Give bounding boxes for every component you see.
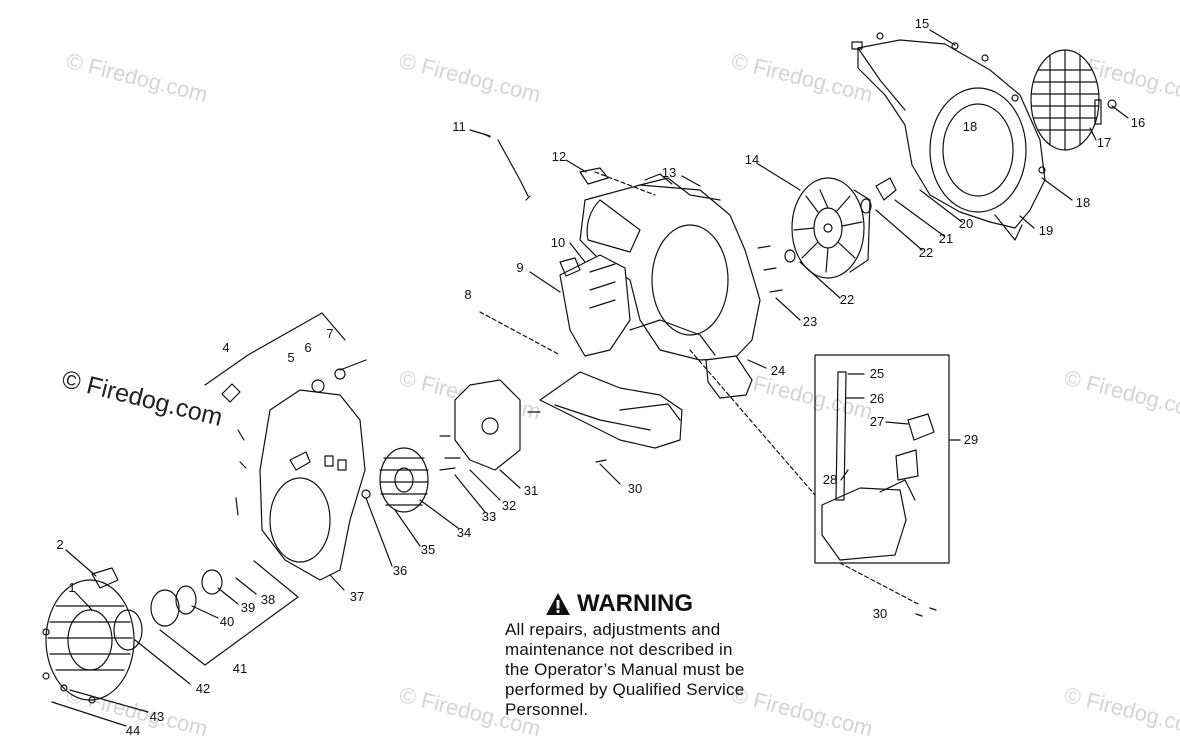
callout-13: 13 (661, 165, 677, 180)
callout-6: 6 (304, 340, 312, 355)
knob (559, 257, 581, 277)
callout-33: 33 (481, 509, 497, 524)
callout-23: 23 (802, 314, 818, 329)
engine-cover (259, 389, 366, 581)
handle-half (559, 254, 631, 357)
boss (481, 417, 499, 435)
callout-24: 24 (770, 363, 786, 378)
callout-26: 26 (869, 391, 885, 406)
callout-20: 20 (958, 216, 974, 231)
warning-text: All repairs, adjustments and maintenance… (505, 620, 805, 720)
callout-38: 38 (260, 592, 276, 607)
callout-29: 29 (963, 432, 979, 447)
callout-22: 22 (839, 292, 855, 307)
callout-11: 11 (452, 119, 466, 134)
callout-7: 7 (326, 326, 334, 341)
callout-39: 39 (240, 600, 256, 615)
group-bracket-4 (204, 312, 346, 386)
washer (784, 249, 796, 263)
callout-40: 40 (219, 614, 235, 629)
warning-title: WARNING (577, 590, 693, 617)
fuel-pickup-tube (835, 371, 847, 501)
callout-37: 37 (349, 589, 365, 604)
starter-grip (91, 567, 119, 589)
warning-notice: WARNING All repairs, adjustments and mai… (505, 590, 805, 720)
warning-triangle-icon (546, 593, 570, 615)
callout-30: 30 (872, 606, 888, 621)
callout-35: 35 (420, 542, 436, 557)
pawl-plate (150, 589, 180, 627)
group-bracket-41 (159, 560, 299, 666)
cylinder-shroud (454, 379, 521, 471)
starter-housing (45, 579, 135, 701)
callout-14: 14 (744, 152, 760, 167)
fuel-filter (895, 449, 919, 481)
cap (579, 167, 609, 185)
callout-41: 41 (232, 661, 248, 676)
warning-line: the Operator’s Manual must be (505, 660, 745, 679)
callout-31: 31 (523, 483, 539, 498)
callout-36: 36 (392, 563, 408, 578)
callout-18: 18 (962, 119, 978, 134)
lower-bracket (705, 355, 753, 399)
callout-4: 4 (222, 340, 230, 355)
callout-30: 30 (627, 481, 643, 496)
impeller (791, 177, 871, 279)
callout-8: 8 (464, 287, 472, 302)
callout-25: 25 (869, 366, 885, 381)
fasteners (42, 32, 1117, 704)
warning-heading: WARNING (545, 590, 805, 618)
callout-2: 2 (56, 537, 64, 552)
callout-16: 16 (1130, 115, 1146, 130)
callout-43: 43 (149, 709, 165, 724)
callout-5: 5 (287, 350, 295, 365)
callout-22: 22 (918, 245, 934, 260)
fuel-tank (821, 479, 916, 561)
fuel-cap (907, 413, 935, 441)
grille-cover (1030, 49, 1102, 151)
flywheel (379, 447, 429, 513)
fan-housing (851, 39, 1046, 241)
warning-line: All repairs, adjustments and (505, 620, 721, 639)
nut (361, 489, 371, 499)
callout-15: 15 (914, 16, 930, 31)
tube-assembly (539, 371, 683, 449)
callout-44: 44 (125, 723, 141, 738)
cup (201, 569, 223, 595)
bracket (875, 177, 897, 201)
fuel-tank-group-box (814, 354, 950, 564)
rod (497, 139, 529, 197)
assembly-lines (479, 171, 921, 606)
warning-line: performed by Qualified Service (505, 680, 745, 699)
warning-line: Personnel. (505, 700, 589, 719)
callout-42: 42 (195, 681, 211, 696)
callout-1: 1 (68, 580, 76, 595)
spring (175, 585, 197, 615)
callout-28: 28 (822, 472, 838, 487)
callout-9: 9 (516, 260, 524, 275)
callout-21: 21 (938, 231, 954, 246)
washer (860, 198, 872, 214)
callout-19: 19 (1038, 223, 1054, 238)
callout-34: 34 (456, 525, 472, 540)
callout-10: 10 (550, 235, 566, 250)
callout-32: 32 (501, 498, 517, 513)
callout-17: 17 (1096, 135, 1112, 150)
leader-lines (51, 29, 1129, 727)
callout-18: 18 (1075, 195, 1091, 210)
callout-27: 27 (869, 414, 885, 429)
callout-12: 12 (551, 149, 567, 164)
warning-line: maintenance not described in (505, 640, 733, 659)
pulley (113, 609, 143, 651)
